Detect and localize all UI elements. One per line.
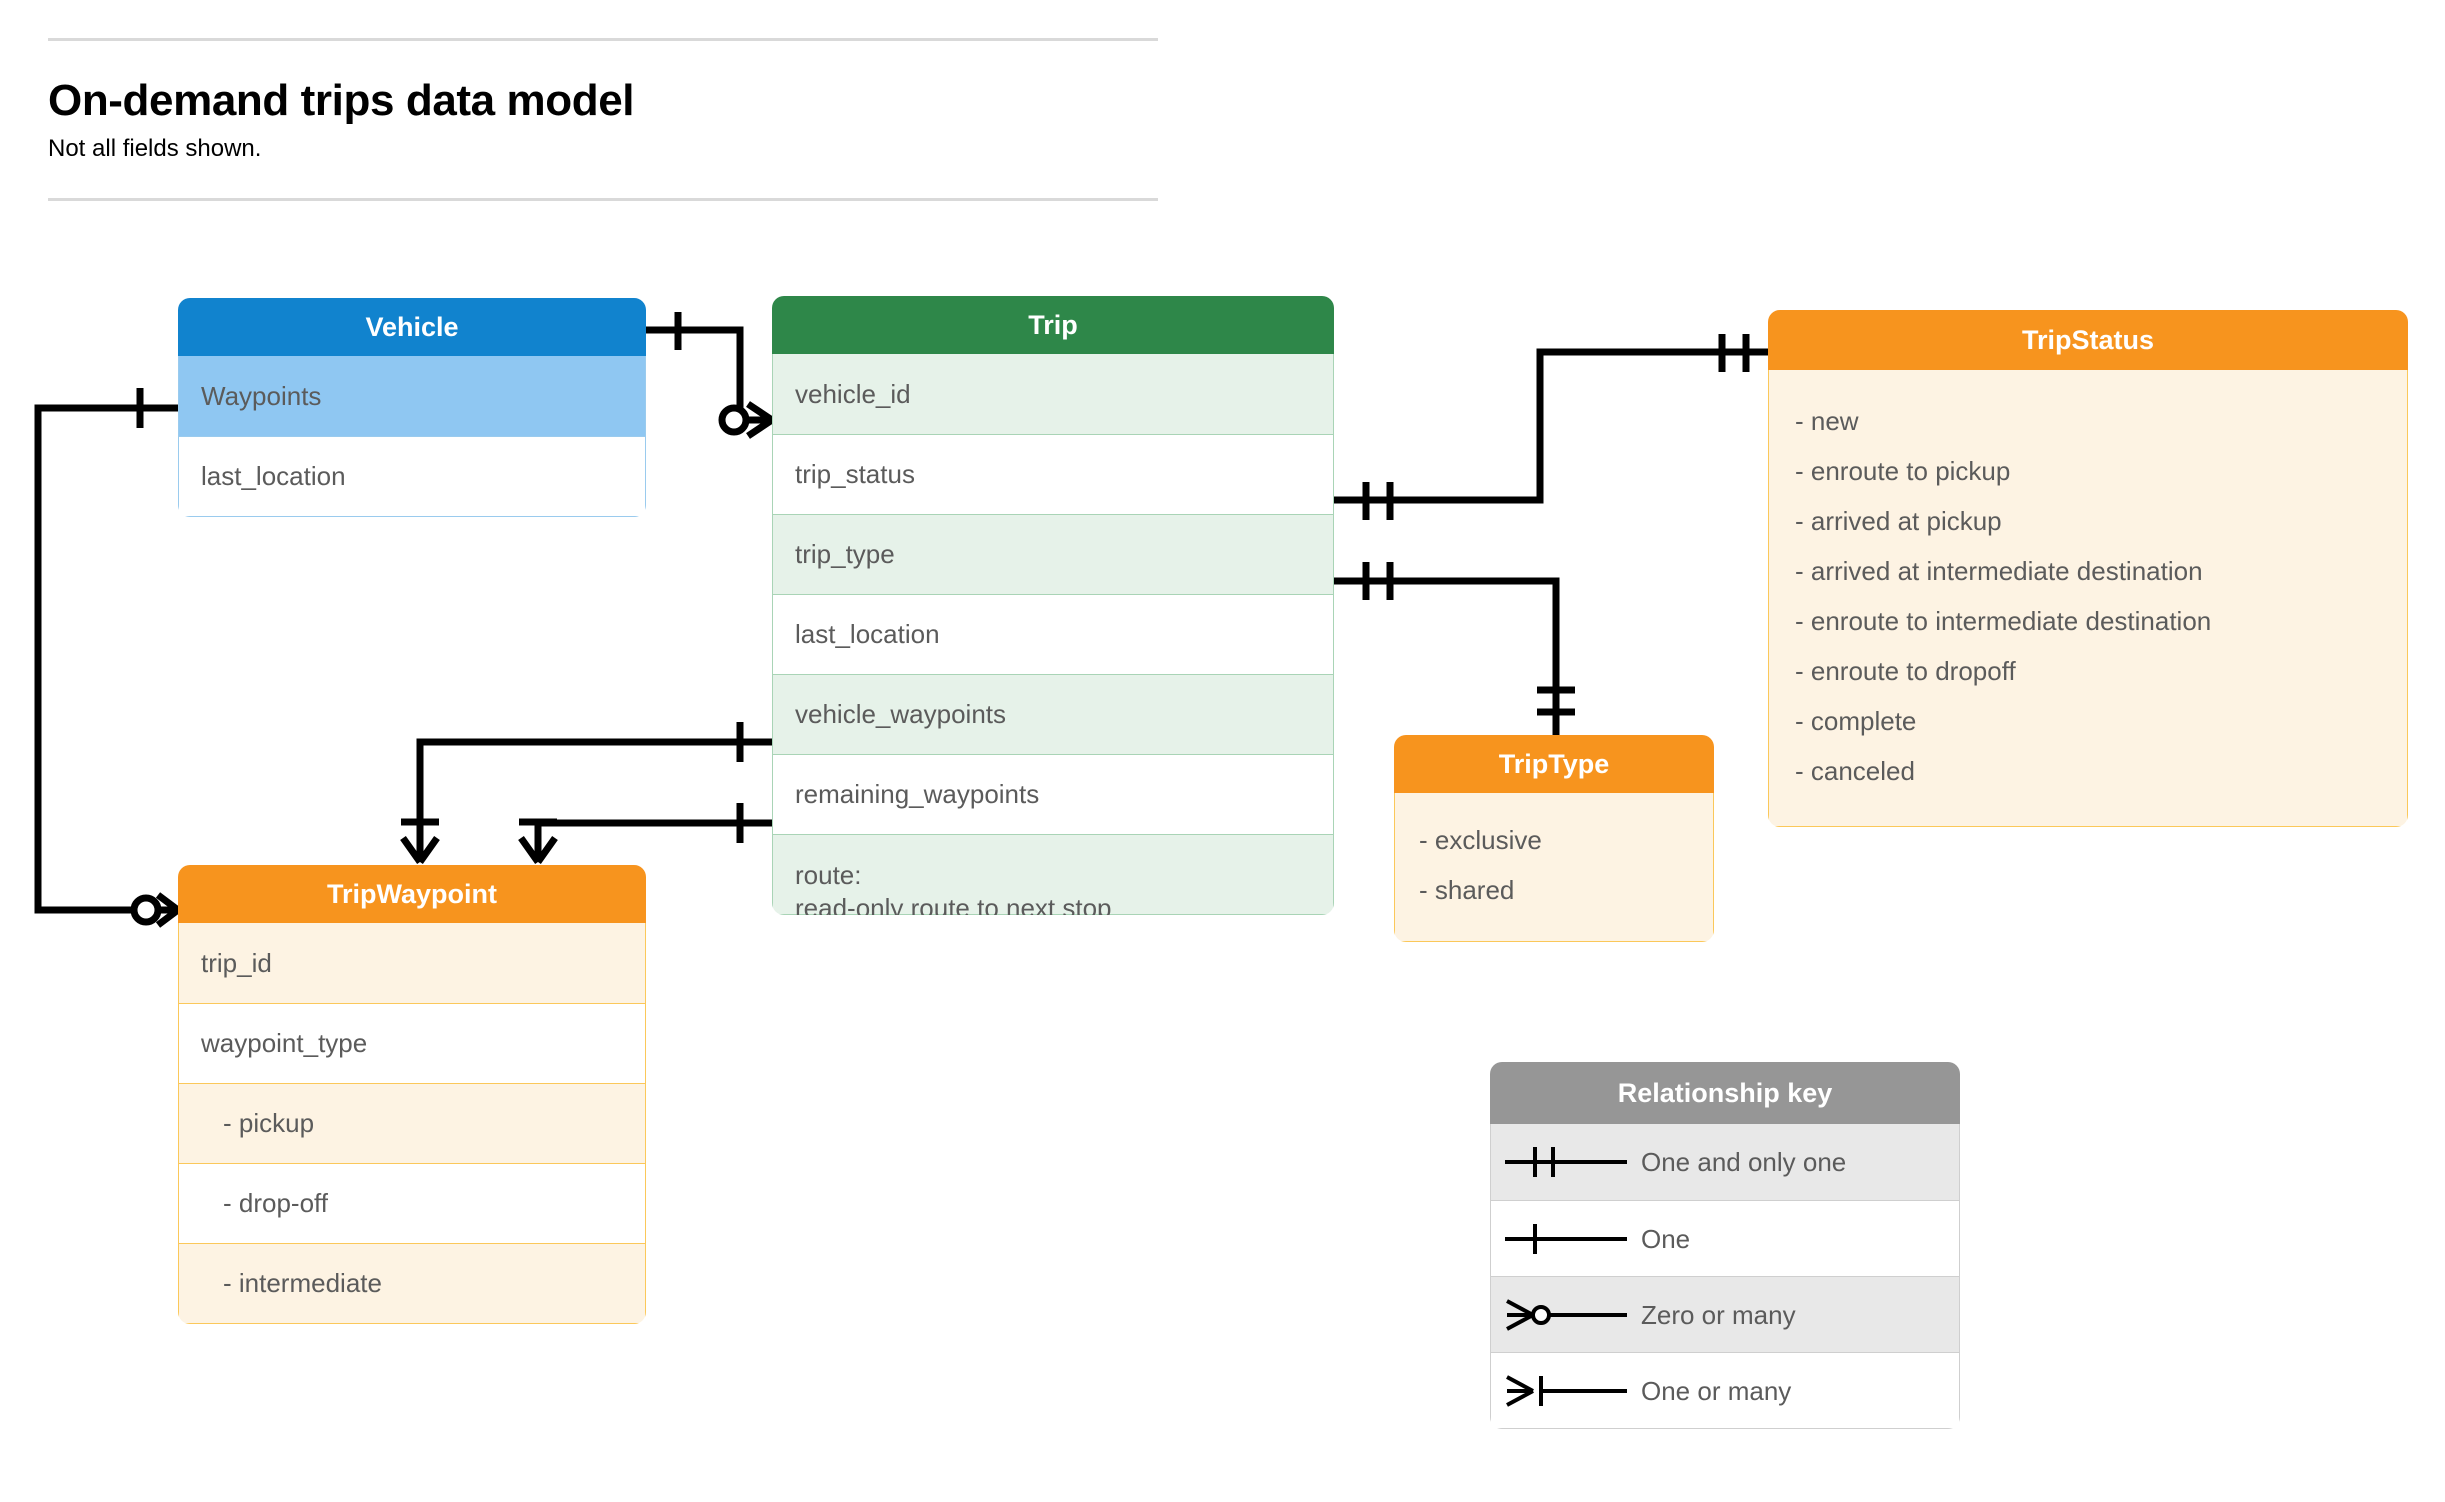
entity-triptype-title: TripType <box>1394 735 1714 793</box>
field-last-location[interactable]: last_location <box>179 436 645 516</box>
field-trip-status[interactable]: trip_status <box>773 434 1333 514</box>
field-route[interactable]: route: read-only route to next stop <box>773 834 1333 916</box>
field-trip-type[interactable]: trip_type <box>773 514 1333 594</box>
entity-tripstatus-title: TripStatus <box>1768 310 2408 370</box>
entity-trip[interactable]: Trip vehicle_id trip_status trip_type la… <box>772 296 1334 915</box>
enum-trip-status-enroute-to-dropoff: - enroute to dropoff <box>1795 655 2016 686</box>
enum-trip-type-exclusive: - exclusive <box>1419 824 1542 855</box>
field-waypoint-type[interactable]: waypoint_type <box>179 1003 645 1083</box>
relationship-key-title: Relationship key <box>1490 1062 1960 1124</box>
connector-trip-vehicle-waypoints <box>416 738 772 862</box>
field-remaining-waypoints[interactable]: remaining_waypoints <box>773 754 1333 834</box>
enum-waypoint-type-intermediate: - intermediate <box>179 1243 645 1323</box>
zero-or-many-icon <box>1491 1295 1641 1335</box>
entity-triptype[interactable]: TripType - exclusive - shared <box>1394 735 1714 942</box>
enum-trip-status-complete: - complete <box>1795 705 1917 736</box>
entity-vehicle-title: Vehicle <box>178 298 646 356</box>
key-row-zero-or-many: Zero or many <box>1491 1276 1959 1352</box>
enum-trip-status-arrived-at-intermediate-destination: - arrived at intermediate destination <box>1795 555 2203 586</box>
relationship-key-legend: Relationship key One and only one <box>1490 1062 1960 1429</box>
connector-vehicle-trip <box>646 326 772 424</box>
entity-tripstatus-body: - new - enroute to pickup - arrived at p… <box>1768 370 2408 827</box>
key-row-one-and-only-one: One and only one <box>1491 1124 1959 1200</box>
connector-trip-triptype <box>1334 577 1560 735</box>
enum-trip-status-arrived-at-pickup: - arrived at pickup <box>1795 505 2002 536</box>
key-row-one-or-many: One or many <box>1491 1352 1959 1428</box>
enum-trip-status-canceled: - canceled <box>1795 755 1915 786</box>
connector-trip-remaining-waypoints <box>534 819 772 862</box>
key-label-one: One <box>1641 1223 1691 1254</box>
connector-trip-tripstatus <box>1334 348 1768 504</box>
entity-tripwaypoint-title: TripWaypoint <box>178 865 646 923</box>
enum-trip-status-enroute-to-intermediate-destination: - enroute to intermediate destination <box>1795 605 2212 636</box>
field-route-label: route: <box>795 860 862 890</box>
entity-tripwaypoint[interactable]: TripWaypoint trip_id waypoint_type - pic… <box>178 865 646 1324</box>
key-row-one: One <box>1491 1200 1959 1276</box>
one-or-many-icon <box>1491 1371 1641 1411</box>
entity-vehicle-body: Waypoints last_location <box>178 356 646 517</box>
page-title: On-demand trips data model <box>48 76 635 125</box>
one-icon <box>1491 1219 1641 1259</box>
enum-trip-status-enroute-to-pickup: - enroute to pickup <box>1795 455 2011 486</box>
entity-vehicle[interactable]: Vehicle Waypoints last_location <box>178 298 646 517</box>
enum-trip-type-shared: - shared <box>1419 874 1515 905</box>
key-label-zero-or-many: Zero or many <box>1641 1299 1796 1330</box>
entity-tripstatus[interactable]: TripStatus - new - enroute to pickup - a… <box>1768 310 2408 827</box>
key-label-one-or-many: One or many <box>1641 1375 1792 1406</box>
field-route-description: read-only route to next stop <box>795 892 1112 916</box>
connector-vehicle-waypoints-tripwaypoint <box>34 404 178 914</box>
enum-trip-status-new: - new <box>1795 405 1859 436</box>
entity-trip-title: Trip <box>772 296 1334 354</box>
header-divider-top <box>48 38 1158 41</box>
one-and-only-one-icon <box>1491 1142 1641 1182</box>
field-trip-last-location[interactable]: last_location <box>773 594 1333 674</box>
field-waypoints[interactable]: Waypoints <box>179 356 645 436</box>
enum-waypoint-type-pickup: - pickup <box>179 1083 645 1163</box>
field-vehicle-id[interactable]: vehicle_id <box>773 354 1333 434</box>
page-header: On-demand trips data model Not all field… <box>48 38 1158 202</box>
entity-tripwaypoint-body: trip_id waypoint_type - pickup - drop-of… <box>178 923 646 1324</box>
entity-trip-body: vehicle_id trip_status trip_type last_lo… <box>772 354 1334 915</box>
entity-triptype-body: - exclusive - shared <box>1394 793 1714 942</box>
key-label-one-and-only-one: One and only one <box>1641 1147 1847 1177</box>
header-divider-bottom <box>48 198 1158 202</box>
enum-waypoint-type-dropoff: - drop-off <box>179 1163 645 1243</box>
field-vehicle-waypoints[interactable]: vehicle_waypoints <box>773 674 1333 754</box>
relationship-key-body: One and only one One <box>1490 1124 1960 1429</box>
field-trip-id[interactable]: trip_id <box>179 923 645 1003</box>
page-subtitle: Not all fields shown. <box>48 135 262 163</box>
